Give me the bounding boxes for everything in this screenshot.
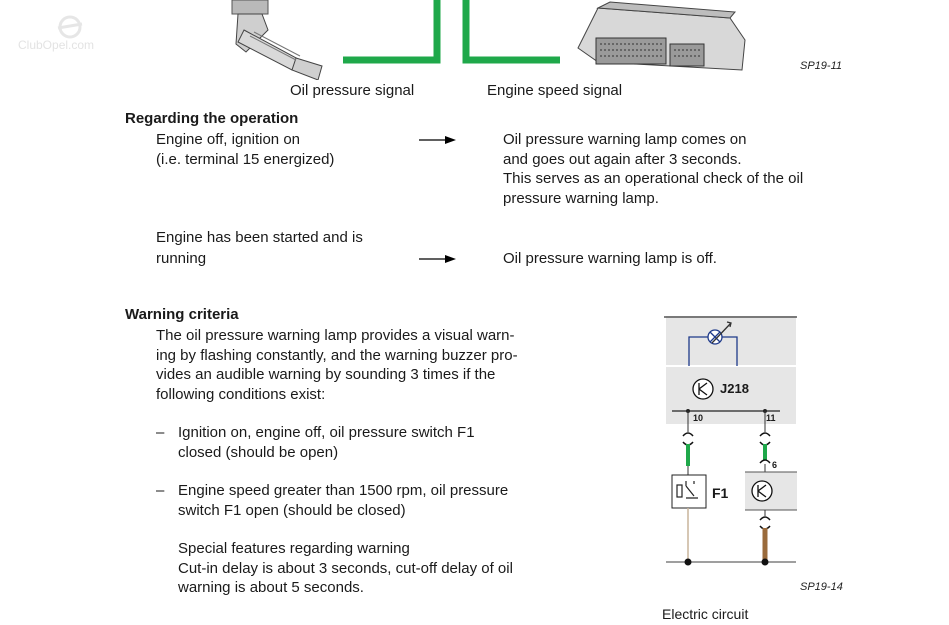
result-line: and goes out again after 3 seconds.: [503, 150, 742, 168]
operation-row-2-result: Oil pressure warning lamp is off.: [503, 249, 717, 269]
oil-pressure-sensor-image: [231, 0, 323, 80]
operation-heading: Regarding the operation: [125, 110, 299, 127]
engine-control-module-image: [577, 1, 746, 71]
intro-line: ing by flashing constantly, and the warn…: [156, 346, 518, 364]
bullet-line: Engine speed greater than 1500 rpm, oil …: [178, 482, 509, 499]
special-line: Cut-in delay is about 3 seconds, cut-off…: [178, 559, 513, 577]
arrow-right-icon: [419, 136, 456, 144]
watermark: ClubOpel.com: [18, 15, 94, 52]
bullet-line: Ignition on, engine off, oil pressure sw…: [178, 424, 475, 441]
warning-heading: Warning criteria: [125, 306, 239, 323]
arrow-right-icon: [419, 255, 456, 263]
warning-intro: The oil pressure warning lamp provides a…: [156, 326, 518, 404]
result-line: Oil pressure warning lamp comes on: [503, 131, 747, 148]
caption-engine-speed-signal: Engine speed signal: [487, 82, 623, 99]
result-line: Oil pressure warning lamp is off.: [503, 250, 717, 267]
pin-label-connector: 6: [772, 460, 778, 470]
bullet-line: switch F1 open (should be closed): [178, 501, 406, 519]
operation-row-1-result: Oil pressure warning lamp comes on and g…: [503, 130, 803, 208]
special-line: Special features regarding warning: [178, 540, 410, 557]
bullet-1-dash: –: [156, 424, 165, 441]
operation-row-1-condition: Engine off, ignition on (i.e. terminal 1…: [156, 130, 334, 169]
bullet-2-dash: –: [156, 482, 165, 499]
intro-line: following conditions exist:: [156, 385, 326, 403]
top-figure-ref: SP19-11: [800, 60, 842, 72]
module-label: J218: [720, 381, 749, 396]
bullet-line: closed (should be open): [178, 443, 339, 461]
intro-line: vides an audible warning by sounding 3 t…: [156, 366, 496, 383]
top-figure: [231, 0, 746, 80]
condition-line: Engine off, ignition on: [156, 131, 301, 148]
switch-label: F1: [712, 485, 729, 501]
bullet-2: Engine speed greater than 1500 rpm, oil …: [178, 481, 508, 520]
tachometer-symbol-icon: [692, 378, 714, 400]
caption-oil-pressure-signal: Oil pressure signal: [290, 82, 415, 99]
module-panel: [666, 316, 796, 424]
special-features: Special features regarding warning Cut-i…: [178, 539, 513, 598]
oil-pressure-switch-box: [671, 474, 707, 509]
watermark-logo: [57, 15, 83, 39]
condition-line: (i.e. terminal 15 energized): [156, 150, 335, 168]
result-line: pressure warning lamp.: [503, 189, 659, 207]
signal-wires: [343, 0, 560, 64]
circuit-caption: Electric circuit: [662, 606, 749, 622]
pressure-switch-icon: [676, 481, 698, 499]
result-line: This serves as an operational check of t…: [503, 170, 804, 187]
condition-line: Engine has been started and is: [156, 229, 363, 246]
circuit-ref: SP19-14: [800, 581, 843, 593]
operation-row-2-condition: Engine has been started and is running: [156, 228, 363, 269]
pin-label-right: 11: [766, 413, 776, 423]
bullet-1: Ignition on, engine off, oil pressure sw…: [178, 423, 475, 462]
condition-line: running: [156, 249, 207, 267]
speed-sender-icon: [751, 480, 773, 502]
warning-lamp-icon: [688, 321, 738, 366]
intro-line: The oil pressure warning lamp provides a…: [156, 327, 515, 344]
pin-label-left: 10: [693, 413, 704, 423]
special-line: warning is about 5 seconds.: [178, 579, 364, 596]
